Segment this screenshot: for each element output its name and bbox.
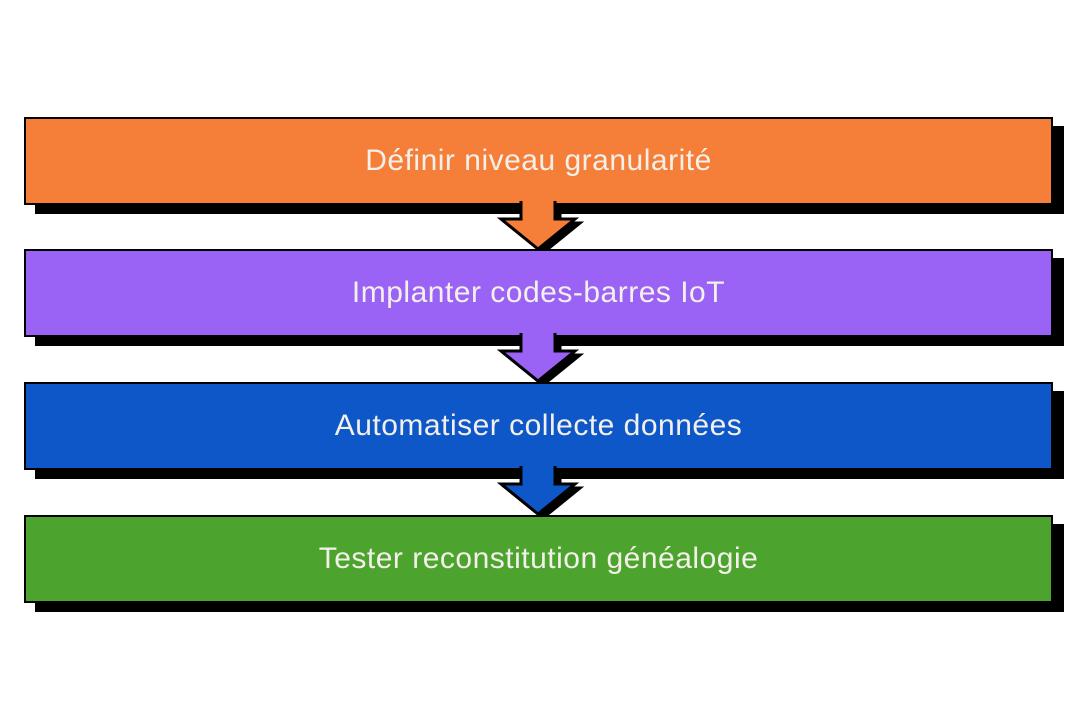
down-arrow-icon	[496, 466, 580, 516]
process-step-label: Automatiser collecte données	[334, 409, 743, 442]
process-step-label: Implanter codes-barres IoT	[351, 276, 726, 309]
process-step-3: Automatiser collecte données	[24, 382, 1053, 470]
down-arrow-icon	[496, 201, 580, 251]
process-step-4: Tester reconstitution généalogie	[24, 515, 1053, 603]
down-arrow-icon	[496, 333, 580, 383]
process-step-1: Définir niveau granularité	[24, 117, 1053, 205]
process-step-label: Tester reconstitution généalogie	[318, 542, 759, 575]
process-step-label: Définir niveau granularité	[365, 144, 712, 177]
process-step-2: Implanter codes-barres IoT	[24, 249, 1053, 337]
